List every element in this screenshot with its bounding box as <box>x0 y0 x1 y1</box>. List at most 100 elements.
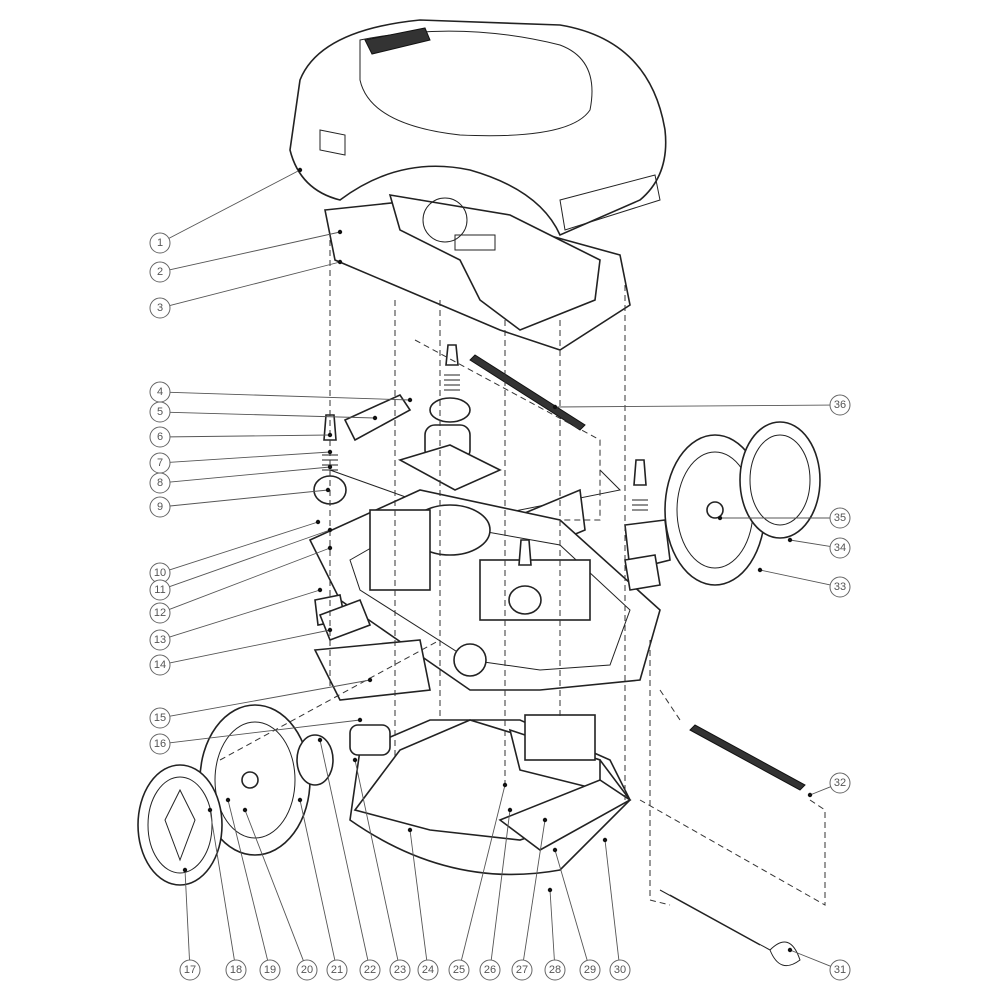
callout-31: 31 <box>829 959 851 981</box>
leader-dot-2 <box>337 229 343 235</box>
callout-number: 9 <box>157 501 163 513</box>
callout-number: 33 <box>834 581 846 593</box>
leader-line-29 <box>554 849 588 961</box>
callout-9: 9 <box>149 496 171 518</box>
callout-3: 3 <box>149 297 171 319</box>
callout-circle <box>829 959 851 981</box>
leader-dot-6 <box>327 432 333 438</box>
callout-circle <box>326 959 348 981</box>
leader-dot-7 <box>327 449 333 455</box>
callout-circle <box>225 959 247 981</box>
leader-line-21 <box>299 799 336 961</box>
leader-line-17 <box>184 869 190 961</box>
leader-dot-17 <box>182 867 188 873</box>
callout-24: 24 <box>417 959 439 981</box>
leader-line-10 <box>169 521 319 571</box>
leader-dot-9 <box>325 487 331 493</box>
leader-dot-5 <box>372 415 378 421</box>
callout-32: 32 <box>829 772 851 794</box>
leader-dot-29 <box>552 847 558 853</box>
callout-circle <box>149 401 171 423</box>
leader-line-31 <box>789 949 831 967</box>
leader-line-14 <box>169 629 331 664</box>
callout-number: 15 <box>154 712 166 724</box>
callout-circle <box>149 579 171 601</box>
alignment-lines <box>219 240 826 906</box>
callout-circle <box>417 959 439 981</box>
callout-21: 21 <box>326 959 348 981</box>
callout-circle <box>179 959 201 981</box>
callout-circle <box>448 959 470 981</box>
callout-number: 12 <box>154 607 166 619</box>
callout-number: 3 <box>157 302 163 314</box>
leader-line-25 <box>460 784 506 961</box>
leader-line-6 <box>169 434 331 438</box>
leader-dot-1 <box>297 167 303 173</box>
callout-circle <box>149 297 171 319</box>
leader-dot-19 <box>225 797 231 803</box>
callout-number: 10 <box>154 567 166 579</box>
callout-30: 30 <box>609 959 631 981</box>
leader-line-2 <box>169 231 341 271</box>
callout-circle <box>829 507 851 529</box>
left-wheel <box>137 704 334 886</box>
callout-number: 23 <box>394 964 406 976</box>
callout-circle <box>829 537 851 559</box>
callout-8: 8 <box>149 472 171 494</box>
leader-dot-24 <box>407 827 413 833</box>
callout-number: 7 <box>157 457 163 469</box>
callout-26: 26 <box>479 959 501 981</box>
callout-circle <box>579 959 601 981</box>
callout-circle <box>149 654 171 676</box>
callout-number: 34 <box>834 542 846 554</box>
leader-line-30 <box>604 839 620 961</box>
leader-lines <box>168 167 831 967</box>
callout-number: 2 <box>157 266 163 278</box>
leader-dot-3 <box>337 259 343 265</box>
callout-number: 8 <box>157 477 163 489</box>
callout-number: 1 <box>157 237 163 249</box>
callout-circle <box>829 394 851 416</box>
callout-number: 29 <box>584 964 596 976</box>
callout-19: 19 <box>259 959 281 981</box>
leader-line-18 <box>209 809 235 961</box>
callout-12: 12 <box>149 602 171 624</box>
callout-1: 1 <box>149 232 171 254</box>
callout-circle <box>149 602 171 624</box>
callout-circle <box>149 261 171 283</box>
callout-number: 31 <box>834 964 846 976</box>
leader-dot-14 <box>327 627 333 633</box>
leader-line-9 <box>169 489 329 507</box>
leader-line-15 <box>169 679 371 717</box>
callout-number: 27 <box>516 964 528 976</box>
callout-circle <box>389 959 411 981</box>
leader-line-1 <box>168 169 301 239</box>
leader-dot-4 <box>407 397 413 403</box>
callout-circle <box>829 772 851 794</box>
leader-line-26 <box>490 809 511 961</box>
leader-line-8 <box>169 466 331 483</box>
leader-dot-12 <box>327 545 333 551</box>
leader-dot-34 <box>787 537 793 543</box>
callout-22: 22 <box>359 959 381 981</box>
lower-deck <box>349 714 632 876</box>
callout-number: 24 <box>422 964 434 976</box>
leader-dot-28 <box>547 887 553 893</box>
callout-11: 11 <box>149 579 171 601</box>
leader-dot-27 <box>542 817 548 823</box>
callout-circle <box>609 959 631 981</box>
callout-2: 2 <box>149 261 171 283</box>
leader-line-32 <box>809 786 831 796</box>
callout-number: 18 <box>230 964 242 976</box>
callout-25: 25 <box>448 959 470 981</box>
callout-number: 19 <box>264 964 276 976</box>
callout-circle <box>259 959 281 981</box>
callout-6: 6 <box>149 426 171 448</box>
callout-35: 35 <box>829 507 851 529</box>
leader-line-13 <box>169 589 321 638</box>
leader-line-34 <box>789 539 831 547</box>
callout-number: 13 <box>154 634 166 646</box>
callout-number: 36 <box>834 399 846 411</box>
